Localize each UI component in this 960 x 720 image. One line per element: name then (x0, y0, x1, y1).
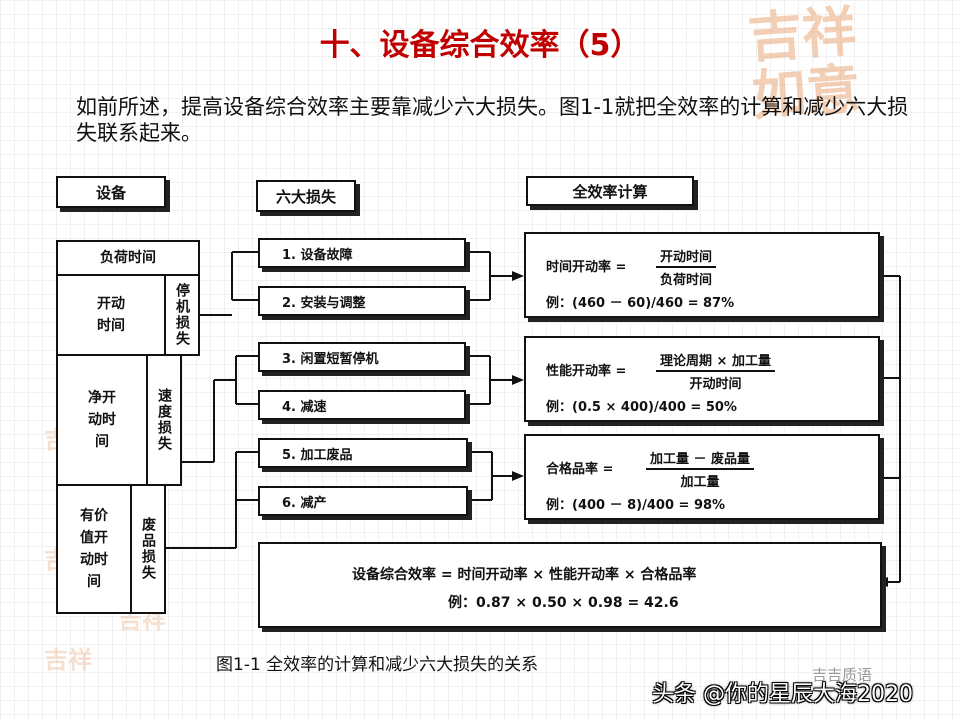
loss-item-process-defects: 5. 加工废品 (258, 438, 468, 468)
loss-item-setup-adjustment: 2. 安装与调整 (258, 286, 466, 316)
overall-example: 例：0.87 × 0.50 × 0.98 = 42.6 (448, 595, 679, 611)
page-title: 十、设备综合效率（5） (319, 28, 641, 63)
header-equipment: 设备 (56, 176, 166, 208)
defect-loss-cell: 废品损失 (130, 484, 166, 614)
formula-box-availability: 时间开动率 = 开动时间 负荷时间 例：(460 － 60)/460 = 87% (524, 232, 880, 318)
formula-label: 性能开动率 = (546, 364, 627, 379)
formula-example: 例：(0.5 × 400)/400 = 50% (546, 400, 737, 415)
seal-logo-small-4: 吉祥 (44, 645, 92, 674)
formula-fraction: 开动时间 负荷时间 (656, 246, 717, 288)
formula-numerator: 开动时间 (656, 246, 717, 268)
formula-fraction: 加工量 － 废品量 加工量 (646, 448, 755, 490)
figure-caption: 图1-1 全效率的计算和减少六大损失的关系 (216, 655, 539, 675)
net-operating-time-cell: 净开动时间 (56, 354, 148, 486)
formula-box-performance: 性能开动率 = 理论周期 × 加工量 开动时间 例：(0.5 × 400)/40… (524, 336, 880, 422)
load-time-cell: 负荷时间 (56, 240, 200, 276)
formula-label: 合格品率 = (546, 462, 614, 477)
formula-denominator: 加工量 (680, 475, 720, 490)
intro-paragraph: 如前所述，提高设备综合效率主要靠减少六大损失。图1-1就把全效率的计算和减少六大… (76, 95, 909, 145)
net-operating-time-label: 净开动时间 (88, 390, 116, 450)
operating-time-cell: 开动时间 (56, 274, 166, 356)
toutiao-watermark: 头条 @你的星辰大海2020 (652, 682, 913, 707)
loss-item-idling-minor-stops: 3. 闲置短暂停机 (258, 342, 466, 372)
formula-example: 例：(460 － 60)/460 = 87% (546, 296, 735, 311)
valuable-operating-time-cell: 有价值开动时间 (56, 484, 132, 614)
downtime-loss-cell: 停机损失 (164, 274, 200, 356)
operating-time-label: 开动时间 (97, 296, 125, 334)
wechat-watermark: 吉吉质语 (812, 666, 873, 684)
formula-numerator: 加工量 － 废品量 (646, 448, 755, 470)
header-calculation: 全效率计算 (526, 176, 694, 206)
header-six-losses: 六大损失 (256, 180, 356, 212)
formula-label: 时间开动率 = (546, 260, 627, 275)
overall-formula: 设备综合效率 = 时间开动率 × 性能开动率 × 合格品率 (352, 567, 697, 583)
loss-item-equipment-failure: 1. 设备故障 (258, 238, 466, 268)
formula-fraction: 理论周期 × 加工量 开动时间 (656, 350, 775, 392)
overall-efficiency-box: 设备综合效率 = 时间开动率 × 性能开动率 × 合格品率 例：0.87 × 0… (258, 542, 882, 628)
valuable-operating-time-label: 有价值开动时间 (80, 508, 108, 590)
speed-loss-cell: 速度损失 (146, 354, 182, 486)
formula-denominator: 开动时间 (689, 377, 742, 392)
loss-item-reduced-yield: 6. 减产 (258, 486, 468, 516)
formula-denominator: 负荷时间 (660, 273, 713, 288)
formula-numerator: 理论周期 × 加工量 (656, 350, 775, 372)
loss-item-reduced-speed: 4. 减速 (258, 390, 466, 420)
formula-example: 例：(400 － 8)/400 = 98% (546, 498, 726, 513)
formula-box-quality: 合格品率 = 加工量 － 废品量 加工量 例：(400 － 8)/400 = 9… (524, 434, 880, 520)
